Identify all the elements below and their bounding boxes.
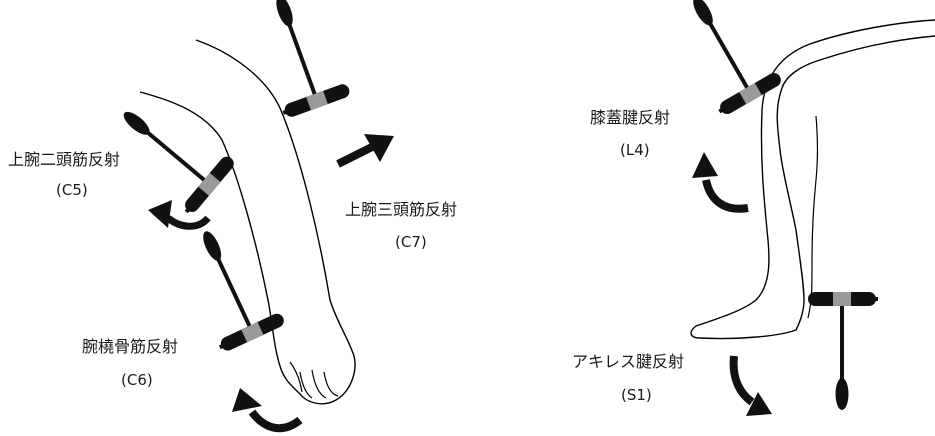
level-brachioradialis-reflex: (C6) (121, 371, 153, 389)
label-patellar-reflex: 膝蓋腱反射 (590, 108, 671, 127)
level-triceps-reflex: (C7) (395, 233, 427, 251)
leg-outline (690, 19, 935, 340)
label-biceps-reflex: 上腕二頭筋反射 (8, 150, 121, 169)
label-achilles-reflex: アキレス腱反射 (572, 352, 685, 371)
arrow-brachioradialis (232, 388, 303, 433)
label-triceps-reflex: 上腕三頭筋反射 (345, 200, 458, 219)
hammer-biceps (99, 84, 239, 219)
arrow-biceps (148, 200, 211, 230)
level-patellar-reflex: (L4) (620, 141, 650, 159)
arrow-achilles (729, 355, 772, 416)
level-achilles-reflex: (S1) (621, 386, 652, 404)
hammer-brachioradialis (170, 215, 289, 356)
hammer-patellar (661, 0, 786, 120)
level-biceps-reflex: (C5) (56, 181, 88, 199)
arm-outline (139, 39, 356, 405)
knee-contour (807, 115, 819, 319)
arrow-triceps (336, 134, 394, 168)
hammer-triceps (243, 0, 354, 122)
arrow-patellar (692, 152, 749, 213)
hammer-achilles (806, 290, 880, 412)
hand-fingers (289, 361, 339, 399)
label-brachioradialis-reflex: 腕橈骨筋反射 (82, 337, 179, 356)
